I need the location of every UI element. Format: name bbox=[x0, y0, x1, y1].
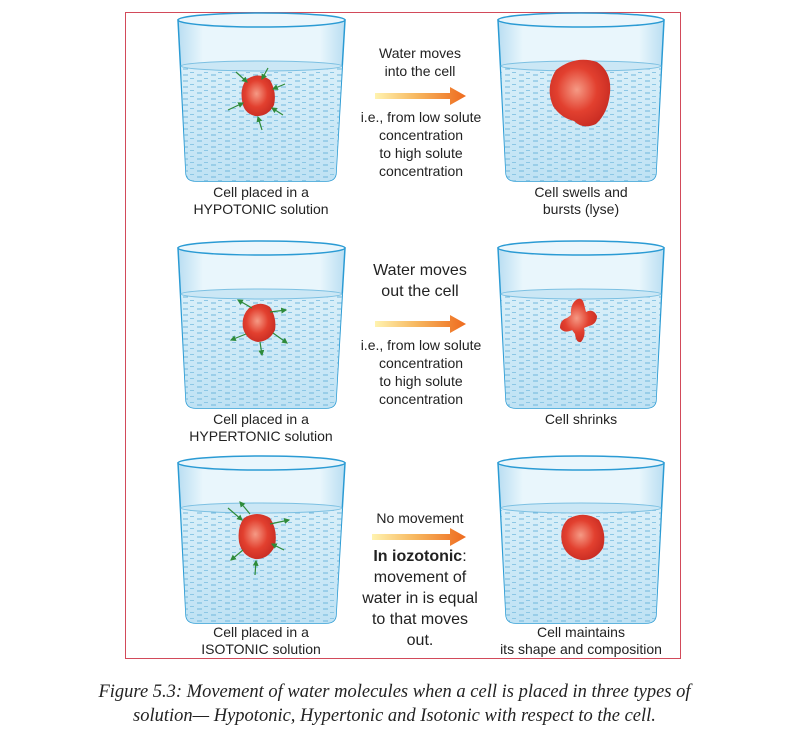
figure-frame bbox=[125, 12, 681, 659]
movement-text-row3: No movement bbox=[355, 509, 485, 527]
caption-line: Figure 5.3: Movement of water molecules … bbox=[98, 682, 691, 702]
isotonic-note: In iozotonic: movement of water in is eq… bbox=[345, 546, 495, 651]
cell-maintained bbox=[561, 514, 605, 561]
note-colon: : bbox=[462, 548, 467, 565]
right-label-row3: Cell maintains its shape and composition bbox=[476, 624, 686, 658]
note-bold: In iozotonic bbox=[373, 548, 463, 565]
beaker-hypotonic bbox=[177, 12, 346, 182]
label-line: Cell placed in a bbox=[213, 411, 309, 427]
movement-line: Water moves bbox=[373, 262, 467, 279]
label-line: HYPOTONIC solution bbox=[193, 201, 329, 217]
arrow-row2 bbox=[375, 315, 466, 333]
label-line: ISOTONIC solution bbox=[201, 641, 321, 657]
movement-text-row1: Water moves into the cell bbox=[355, 44, 485, 80]
cell-hypotonic bbox=[227, 67, 286, 131]
note-line: to that moves bbox=[371, 611, 469, 628]
gradient-line: to high solute bbox=[379, 373, 463, 389]
cell-shrunk bbox=[560, 298, 597, 343]
movement-line: Water moves bbox=[379, 45, 461, 61]
caption-line: solution— Hypotonic, Hypertonic and Isot… bbox=[133, 706, 656, 726]
beaker-isotonic bbox=[177, 455, 346, 624]
arrow-row3 bbox=[372, 528, 466, 546]
label-line: Cell placed in a bbox=[213, 624, 309, 640]
gradient-line: concentration bbox=[378, 163, 464, 179]
left-label-row3: Cell placed in a ISOTONIC solution bbox=[166, 624, 356, 658]
note-line: water in is equal bbox=[362, 590, 478, 607]
left-label-row2: Cell placed in a HYPERTONIC solution bbox=[166, 411, 356, 445]
left-label-row1: Cell placed in a HYPOTONIC solution bbox=[166, 184, 356, 218]
movement-text-row2: Water moves out the cell bbox=[345, 260, 495, 302]
label-line: Cell swells and bbox=[534, 184, 628, 200]
right-label-row1: Cell swells and bursts (lyse) bbox=[486, 184, 676, 218]
gradient-line: i.e., from low solute bbox=[360, 337, 482, 353]
movement-line: No movement bbox=[376, 510, 464, 526]
gradient-line: to high solute bbox=[379, 145, 463, 161]
gradient-line: concentration bbox=[378, 355, 464, 371]
movement-line: out the cell bbox=[381, 283, 459, 300]
label-line: HYPERTONIC solution bbox=[189, 428, 333, 444]
gradient-line: concentration bbox=[378, 127, 464, 143]
figure-caption: Figure 5.3: Movement of water molecules … bbox=[0, 680, 789, 728]
gradient-text-row1: i.e., from low solute concentration to h… bbox=[344, 108, 498, 180]
label-line: Cell placed in a bbox=[213, 184, 309, 200]
right-label-row2: Cell shrinks bbox=[486, 411, 676, 428]
arrow-row1 bbox=[375, 87, 466, 105]
label-line: its shape and composition bbox=[500, 641, 662, 657]
gradient-text-row2: i.e., from low solute concentration to h… bbox=[344, 336, 498, 408]
label-line: bursts (lyse) bbox=[542, 201, 620, 217]
label-line: Cell shrinks bbox=[544, 411, 618, 427]
gradient-line: i.e., from low solute bbox=[360, 109, 482, 125]
note-line: out. bbox=[406, 632, 434, 649]
cell-isotonic bbox=[227, 501, 291, 576]
cell-hypertonic bbox=[229, 299, 288, 357]
movement-line: into the cell bbox=[384, 63, 456, 79]
note-line: movement of bbox=[373, 569, 467, 586]
isotonic-note-heading: In iozotonic: bbox=[345, 546, 495, 567]
cell-swollen bbox=[549, 59, 611, 127]
label-line: Cell maintains bbox=[537, 624, 625, 640]
gradient-line: concentration bbox=[378, 391, 464, 407]
